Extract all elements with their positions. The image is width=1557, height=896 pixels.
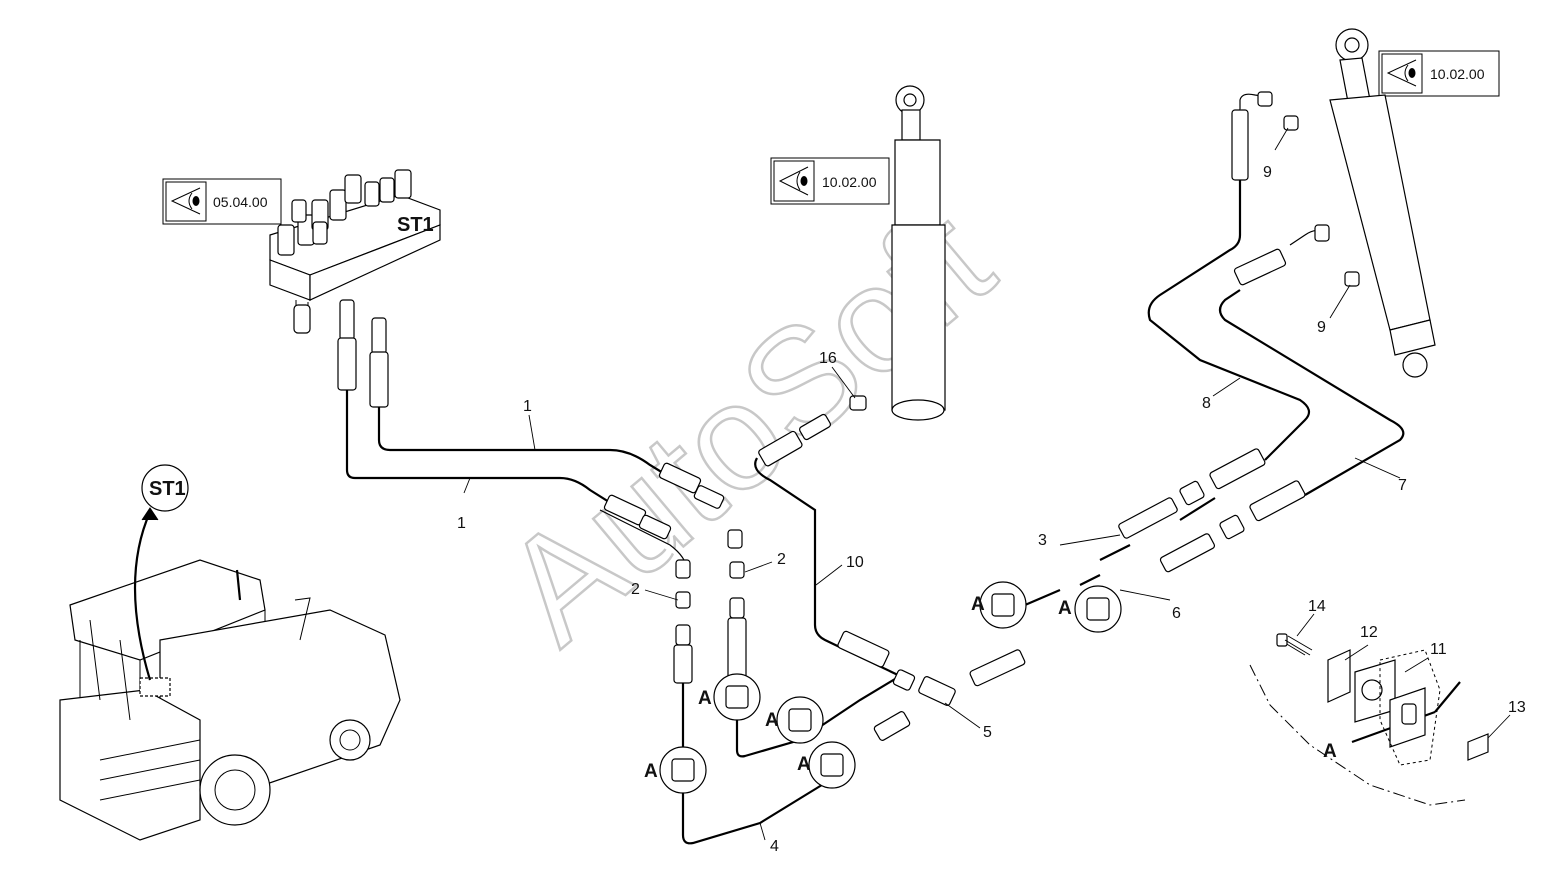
clamp-detail-markers <box>659 581 1122 794</box>
reference-box-10-02-00-right[interactable]: 10.02.00 <box>1378 50 1500 97</box>
part-number: 9 <box>1317 319 1326 336</box>
part-number: 10 <box>846 554 864 571</box>
location-marker-st1[interactable]: ST1 <box>141 464 189 512</box>
part-number: 14 <box>1308 598 1326 615</box>
hydraulic-cylinder-center <box>891 85 946 421</box>
valve-block-label: ST1 <box>397 214 434 236</box>
hose-fittings <box>337 91 1360 741</box>
eye-icon <box>1386 59 1417 87</box>
hydraulic-cylinder-right <box>1329 28 1436 378</box>
part-number: 2 <box>631 581 640 598</box>
part-number: 13 <box>1508 699 1526 716</box>
part-number: 2 <box>777 551 786 568</box>
eye-icon <box>778 166 809 196</box>
reference-box-label: 10.02.00 <box>1430 66 1485 82</box>
part-number: 11 <box>1430 641 1447 658</box>
clamp-marker: A <box>698 688 712 709</box>
part-number: 9 <box>1263 164 1272 181</box>
clamp-exploded-view <box>1249 633 1489 806</box>
leader-lines <box>463 127 1511 841</box>
clamp-marker: A <box>1058 598 1072 619</box>
part-number: 8 <box>1202 395 1211 412</box>
part-number-labels: 1 1 2 2 3 4 5 6 7 8 9 9 10 11 12 13 14 1… <box>457 164 1526 855</box>
location-marker-label: ST1 <box>149 478 186 500</box>
part-number: 12 <box>1360 624 1378 641</box>
part-number: 4 <box>770 838 779 855</box>
clamp-marker: A <box>1323 741 1337 762</box>
clamp-marker: A <box>644 761 658 782</box>
eye-icon <box>170 187 201 215</box>
reference-box-05-04-00[interactable]: 05.04.00 <box>162 178 282 225</box>
valve-block <box>269 169 441 334</box>
part-number: 6 <box>1172 605 1181 622</box>
clamp-marker-labels: A A A A A A <box>644 594 1072 782</box>
clamp-marker: A <box>971 594 985 615</box>
part-number: 1 <box>457 515 466 532</box>
part-number: 1 <box>523 398 532 415</box>
clamp-marker: A <box>797 754 811 775</box>
part-number: 16 <box>819 350 837 367</box>
reference-box-label: 05.04.00 <box>213 194 268 210</box>
part-number: 5 <box>983 724 992 741</box>
reference-box-label: 10.02.00 <box>822 174 877 190</box>
hose-lines <box>345 180 1405 845</box>
part-number: 3 <box>1038 532 1047 549</box>
paver-machine-illustration <box>59 507 401 841</box>
part-number: 7 <box>1398 477 1407 494</box>
reference-box-10-02-00[interactable]: 10.02.00 <box>770 157 890 205</box>
clamp-marker: A <box>765 710 779 731</box>
